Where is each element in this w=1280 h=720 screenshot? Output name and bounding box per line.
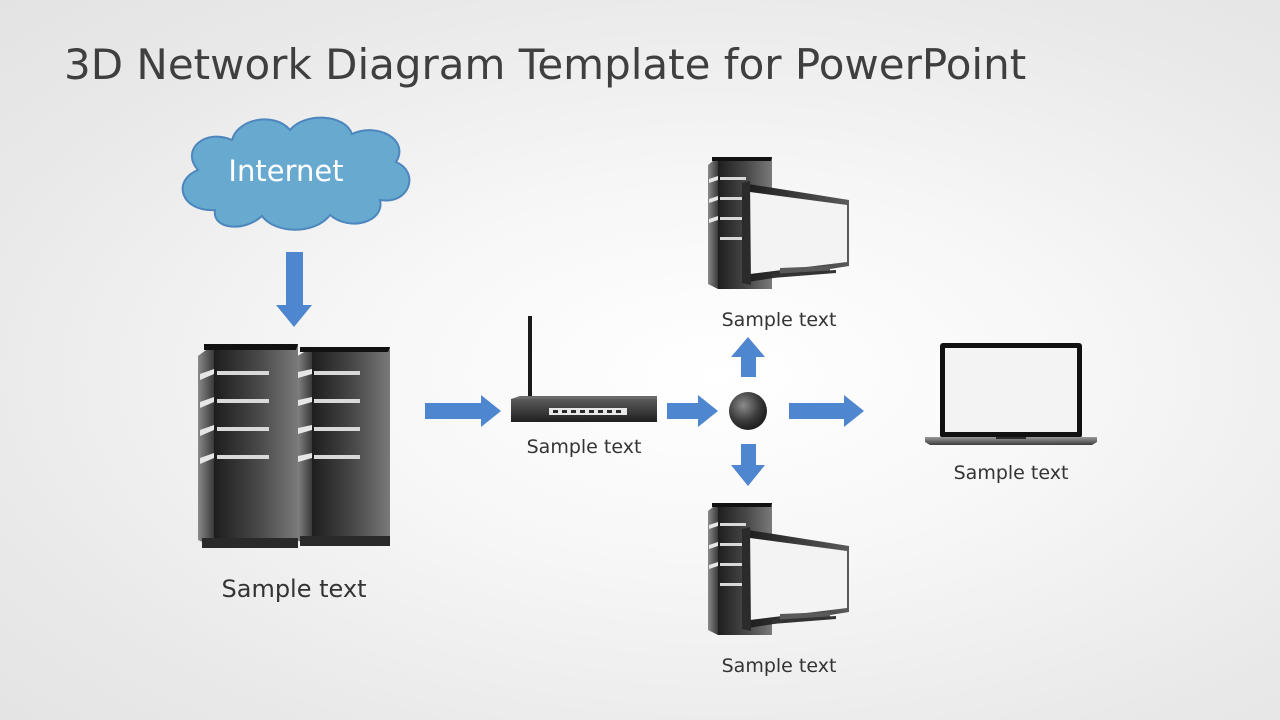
servers-caption: Sample text [221, 575, 367, 603]
desktop-computer-icon [708, 503, 849, 635]
workstation-top-caption: Sample text [721, 309, 837, 331]
hub-sphere-icon [729, 392, 767, 430]
laptop-icon [925, 343, 1097, 445]
desktop-computer-icon [708, 157, 849, 289]
workstation-bottom-caption: Sample text [721, 655, 837, 677]
cloud-icon [181, 116, 411, 231]
arrow-right-icon [667, 395, 718, 427]
arrow-up-icon [731, 337, 765, 377]
router-caption: Sample text [526, 436, 642, 458]
slide-title: 3D Network Diagram Template for PowerPoi… [64, 40, 1027, 89]
internet-label: Internet [228, 154, 344, 188]
arrow-down-icon [731, 444, 765, 486]
server-rack-icon [198, 344, 390, 548]
router-icon [511, 316, 657, 422]
arrow-right-icon [425, 395, 501, 427]
arrow-down-icon [276, 252, 312, 327]
arrow-right-icon [789, 395, 864, 427]
laptop-caption: Sample text [953, 462, 1069, 484]
